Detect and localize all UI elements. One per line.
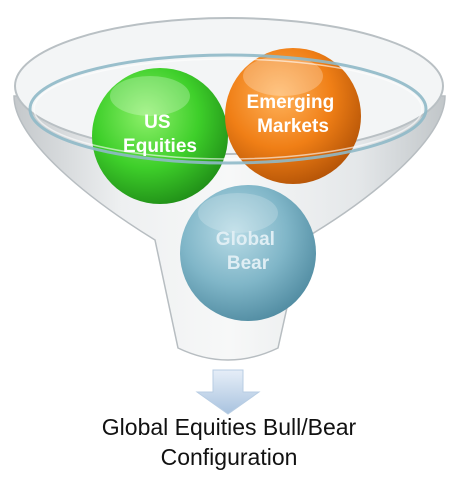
funnel-inner-rim xyxy=(28,53,428,165)
caption-line2: Configuration xyxy=(160,444,298,470)
caption-line1: Global Equities Bull/Bear xyxy=(101,414,357,440)
emerging-markets-ball xyxy=(225,48,361,184)
us-equities-ball xyxy=(92,68,228,204)
caption: Global Equities Bull/Bear Configuration xyxy=(0,412,458,472)
global-bear-label-line1: Global xyxy=(216,229,275,250)
ball-us-equities: US Equities xyxy=(92,68,228,204)
us-equities-label-line1: US xyxy=(144,112,170,133)
emerging-markets-label-line2: Markets xyxy=(257,116,329,137)
emerging-markets-label-line1: Emerging xyxy=(247,92,335,113)
us-equities-highlight xyxy=(110,76,190,116)
global-bear-ball xyxy=(180,185,316,321)
funnel-inner-rim-shine xyxy=(33,58,423,160)
us-equities-label-line2: Equities xyxy=(123,136,197,157)
svg-text:US Equities: US Equities xyxy=(123,112,197,157)
ball-global-bear: Global Bear xyxy=(180,185,316,321)
ball-emerging-markets: Emerging Markets xyxy=(225,48,361,184)
down-arrow-icon xyxy=(195,369,261,415)
svg-text:Global Bear: Global Bear xyxy=(216,229,280,274)
emerging-markets-highlight xyxy=(243,56,323,96)
global-bear-label-line2: Bear xyxy=(227,253,270,274)
global-bear-highlight xyxy=(198,193,278,233)
svg-text:Emerging Markets: Emerging Markets xyxy=(247,92,340,137)
